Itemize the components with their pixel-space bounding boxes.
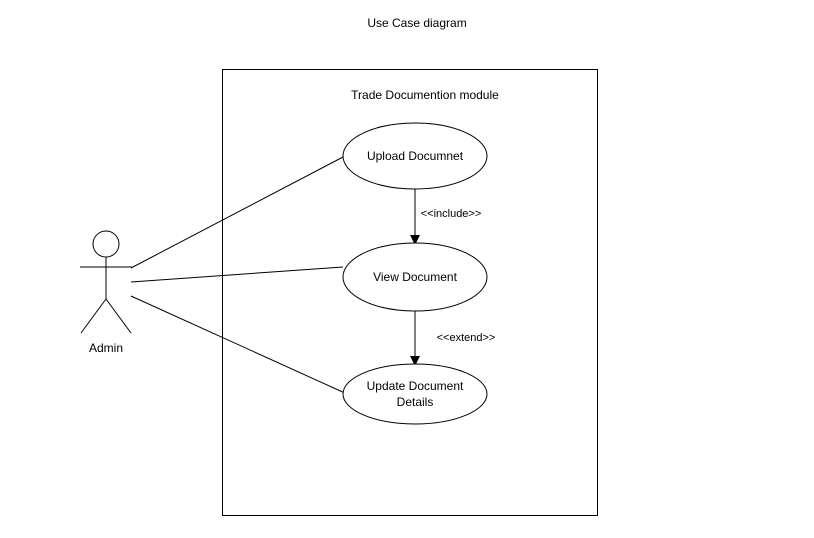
use-case-update-label-line1: Update Document [367, 379, 464, 393]
association-admin-update [130, 295, 348, 395]
system-boundary-label: Trade Documention module [351, 88, 499, 102]
diagram-title: Use Case diagram [367, 16, 466, 30]
use-case-update-label-line2: Details [397, 395, 434, 409]
actor-label: Admin [89, 341, 123, 355]
actor-head [92, 230, 120, 258]
association-admin-upload [130, 156, 344, 269]
use-case-upload-label: Upload Documnet [367, 149, 464, 163]
use-case-view-label: View Document [373, 270, 457, 284]
actor-left-leg [80, 298, 107, 334]
actor-admin [80, 230, 132, 334]
association-admin-view [130, 266, 344, 283]
use-case-update-document-details [342, 363, 488, 425]
actor-right-leg [105, 298, 132, 334]
extend-label: <<extend>> [437, 332, 496, 344]
include-label: <<include>> [421, 208, 482, 220]
